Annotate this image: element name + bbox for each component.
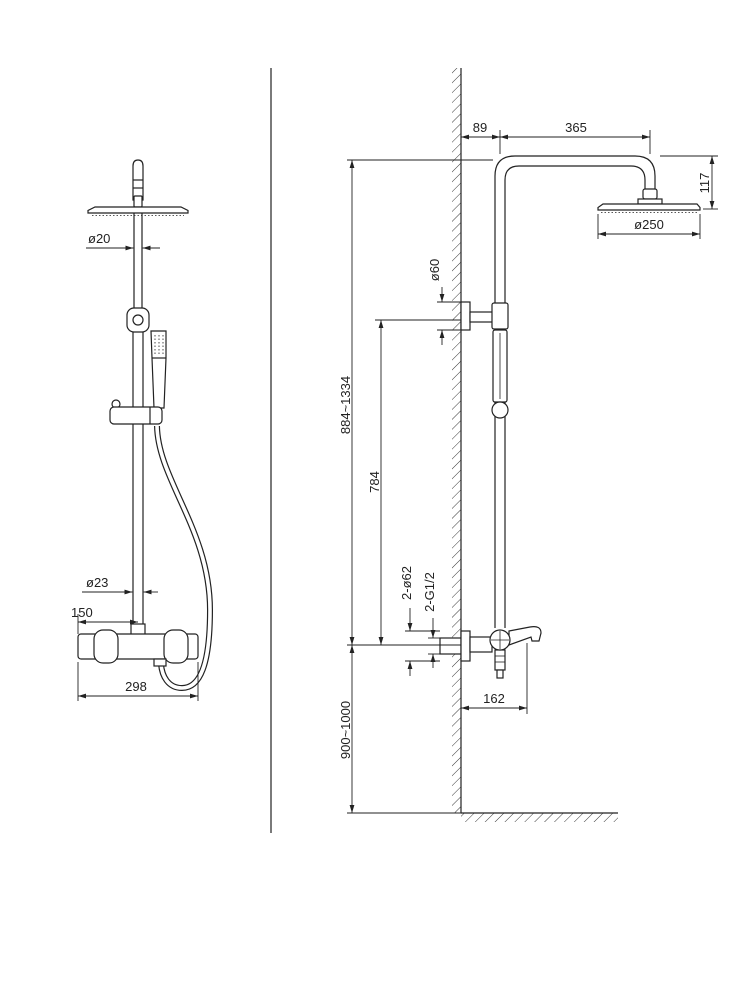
overhead-shower-side — [597, 188, 701, 213]
front-dimensions: ø20 ø23 150 298 — [71, 231, 199, 701]
dim-escutcheon-label: 2-ø62 — [399, 566, 414, 600]
riser-outer-edge — [494, 155, 656, 628]
hand-shower-holder-knob-side — [491, 401, 509, 419]
hose-core — [155, 425, 212, 690]
dim-arm-reach-label: 365 — [565, 120, 587, 135]
escutcheon — [460, 630, 471, 662]
hand-shower-body — [150, 330, 167, 409]
diverter-handle — [496, 669, 504, 679]
dim-head-drop-label: 117 — [697, 173, 712, 194]
head-swivel — [133, 195, 143, 208]
mixer-valve-side — [439, 626, 542, 679]
diverter-stem — [494, 649, 506, 671]
valve-riser-inlet — [130, 623, 146, 636]
dim-overall-height-label: 884~1334 — [338, 376, 353, 434]
dim-riser-lower-label: ø23 — [86, 575, 108, 590]
dim-valve-width-label: 298 — [125, 679, 147, 694]
dim-valve-height-label: 900~1000 — [338, 701, 353, 759]
riser-and-arm-side — [494, 155, 656, 628]
inlet-thread — [439, 637, 462, 655]
wall-and-floor — [452, 68, 618, 822]
valve-connector — [469, 636, 493, 653]
dim-riser-upper-label: ø20 — [88, 231, 110, 246]
floor-hatch — [461, 813, 618, 822]
thermostatic-valve-front — [77, 623, 199, 667]
head-swivel-side — [642, 188, 658, 200]
wall-hatch — [452, 68, 461, 813]
sliding-bracket-front — [126, 307, 150, 333]
valve-right-knob — [163, 629, 189, 664]
holder-body — [109, 406, 163, 425]
bracket-clamp — [491, 302, 509, 330]
dim-offset-label: 150 — [71, 605, 93, 620]
bracket-arm — [469, 311, 494, 323]
dim-head-diameter-label: ø250 — [634, 217, 664, 232]
slider-knob — [132, 314, 144, 326]
valve-left-knob — [93, 629, 119, 664]
hand-shower-holder-front — [109, 399, 163, 425]
riser-pipe-front — [132, 213, 144, 628]
hand-shower-side — [491, 329, 509, 419]
shower-head-plate-side — [597, 203, 701, 211]
bath-spout — [508, 626, 542, 646]
valve-hose-outlet — [153, 658, 167, 667]
dim-wall-to-riser-label: 89 — [473, 120, 487, 135]
shower-hose — [154, 425, 214, 692]
front-view: ø20 ø23 150 298 — [71, 159, 214, 701]
overhead-shower-front — [87, 159, 189, 216]
dim-spout-label: 162 — [483, 691, 505, 706]
side-view: 89 365 117 ø250 ø60 — [338, 68, 718, 822]
dim-thread-label: 2-G1/2 — [422, 572, 437, 612]
head-nut-side — [637, 198, 663, 205]
side-dimensions: 89 365 117 ø250 ø60 — [338, 120, 718, 814]
slider-body — [126, 307, 150, 333]
riser-inner-edge — [504, 165, 646, 628]
hand-shower-front — [150, 330, 167, 409]
shower-head-plate — [87, 206, 189, 214]
dim-bracket-label: ø60 — [427, 259, 442, 281]
wall-bracket-side — [460, 301, 509, 331]
dim-bracket-to-valve-label: 784 — [367, 471, 382, 493]
bracket-wall-plate — [460, 301, 471, 331]
